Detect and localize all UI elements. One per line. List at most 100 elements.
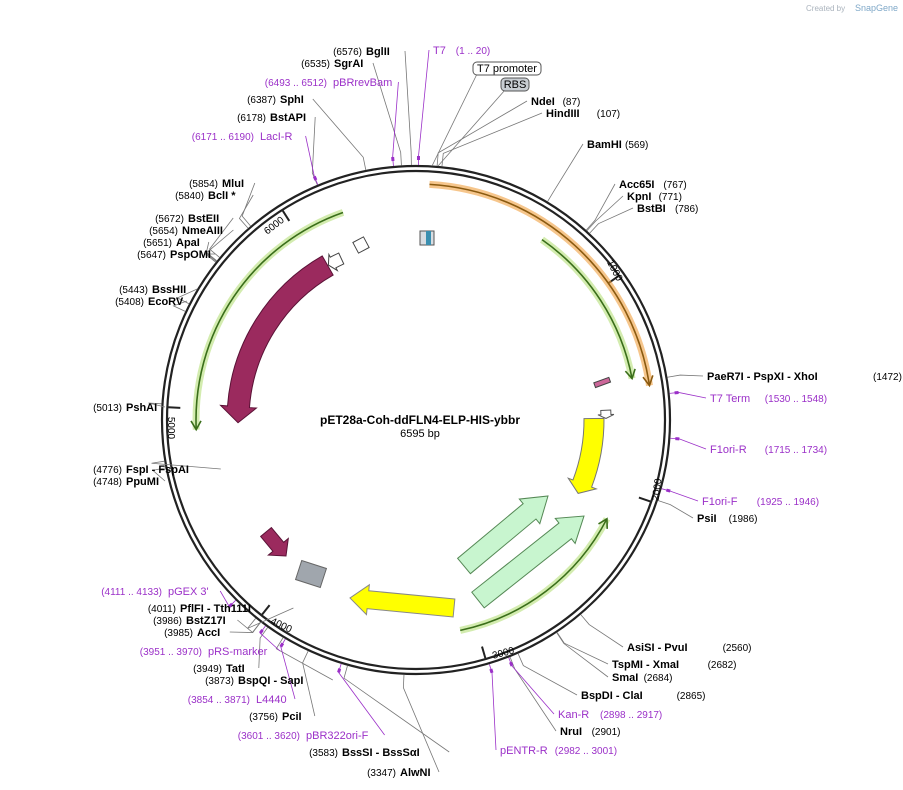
primer-name: L4440 [256, 694, 287, 706]
leader-line [372, 62, 402, 166]
primer-name: pENTR-R [500, 745, 548, 757]
leader-line [418, 49, 430, 166]
leader-line [508, 657, 555, 715]
leader-line [148, 402, 166, 408]
primer-range: (2982 .. 3001) [555, 746, 617, 757]
primer-range: (1925 .. 1946) [757, 497, 819, 508]
plasmid-name: pET28a-Coh-ddFLN4-ELP-HIS-ybbr [320, 413, 520, 427]
feature-laci-promoter [327, 252, 345, 272]
site-name: HindIII [546, 108, 580, 120]
site-name: SmaI [612, 672, 638, 684]
feature-rop [259, 526, 289, 557]
site-position: (4748) [93, 477, 122, 488]
site-position: (2560) [723, 643, 752, 654]
feature-orf-green-c-head [598, 517, 608, 529]
leader-line [437, 89, 506, 167]
tick-label: 4000 [269, 616, 294, 636]
site-name: PspOMI [170, 249, 211, 261]
credit-prefix: Created by [806, 4, 845, 13]
site-position: (5840) [175, 191, 204, 202]
site-name: BclI * [208, 190, 236, 202]
leader-lines [148, 49, 707, 773]
leader-line [280, 638, 296, 700]
site-position: (569) [625, 140, 648, 151]
primer-name: F1ori-F [702, 496, 738, 508]
tick-mark [638, 496, 651, 503]
leader-line [204, 253, 216, 263]
feature-orf-orange-head [642, 375, 654, 388]
site-position: (3985) [164, 628, 193, 639]
site-position: (5013) [93, 403, 122, 414]
site-name: EcoRV [148, 296, 184, 308]
leader-line [580, 614, 624, 648]
primer-range: (3854 .. 3871) [188, 695, 250, 706]
site-name: SphI [280, 94, 304, 106]
leader-line [259, 625, 281, 652]
site-position: (5854) [189, 179, 218, 190]
site-name: BspDI - ClaI [581, 690, 643, 702]
boxed-feature-label: T7 promoter [477, 63, 537, 75]
feature-orf-green-a [541, 238, 633, 379]
leader-line [238, 194, 254, 229]
backbone-outer [160, 164, 672, 676]
feature-orf-orange [429, 183, 651, 386]
site-name: PflFI - Tth111I [180, 603, 251, 615]
primer-range: (3601 .. 3620) [238, 731, 300, 742]
site-position: (6178) [237, 113, 266, 124]
leader-line [305, 135, 319, 185]
leader-line [311, 116, 318, 186]
site-position: (87) [563, 97, 581, 108]
leader-line [509, 656, 557, 732]
feature-lac-operator [426, 231, 431, 245]
site-position: (2865) [677, 691, 706, 702]
leader-line [489, 664, 497, 751]
site-position: (2682) [708, 660, 737, 671]
site-name: NruI [560, 726, 582, 738]
site-position: (5647) [137, 250, 166, 261]
leader-line [404, 50, 412, 166]
site-position: (4776) [93, 465, 122, 476]
site-position: (3347) [367, 768, 396, 779]
site-position: (786) [675, 204, 698, 215]
site-name: BamHI [587, 139, 622, 151]
feature-kanr-1 [456, 495, 549, 575]
primer-name: T7 Term [710, 393, 750, 405]
site-name: PciI [282, 711, 302, 723]
site-name: BspQI - SapI [238, 675, 303, 687]
primer-name: Kan-R [558, 709, 589, 721]
leader-line [556, 632, 609, 665]
tick-label: 2000 [651, 477, 665, 501]
leader-line [585, 183, 616, 231]
site-name: ApaI [176, 237, 200, 249]
site-position: (2684) [644, 673, 673, 684]
site-name: PpuMI [126, 476, 159, 488]
site-name: BssHII [152, 284, 186, 296]
primer-range: (3951 .. 3970) [140, 647, 202, 658]
leader-line [229, 621, 261, 633]
site-labels: (6576)BglII(6535)SgrAI(6387)SphI(6178)Bs… [93, 45, 902, 779]
tick-label: 5000 [165, 417, 176, 440]
boxed-feature-label: RBS [504, 79, 527, 91]
site-position: (3756) [249, 712, 278, 723]
boxed-feature-t7-promoter [472, 61, 542, 76]
site-name: BglII [366, 46, 390, 58]
leader-line [436, 100, 528, 166]
leader-line [586, 195, 624, 232]
feature-laci [219, 255, 334, 424]
site-name: BssSI - BssSαI [342, 747, 420, 759]
site-position: (5672) [155, 214, 184, 225]
leader-line [441, 112, 543, 167]
site-name: KpnI [627, 191, 651, 203]
feature-kanr-2 [471, 515, 585, 609]
site-position: (5408) [115, 297, 144, 308]
primer-range: (4111 .. 4133) [101, 587, 162, 598]
primer-range: (1 .. 20) [456, 46, 490, 57]
leader-line [338, 663, 385, 736]
primer-name: pRS-marker [208, 646, 268, 658]
site-name: PshAI [126, 402, 157, 414]
site-position: (3583) [309, 748, 338, 759]
leader-line [670, 437, 707, 450]
site-position: (767) [663, 180, 686, 191]
leader-line [402, 674, 440, 773]
primer-name: LacI-R [260, 131, 292, 143]
